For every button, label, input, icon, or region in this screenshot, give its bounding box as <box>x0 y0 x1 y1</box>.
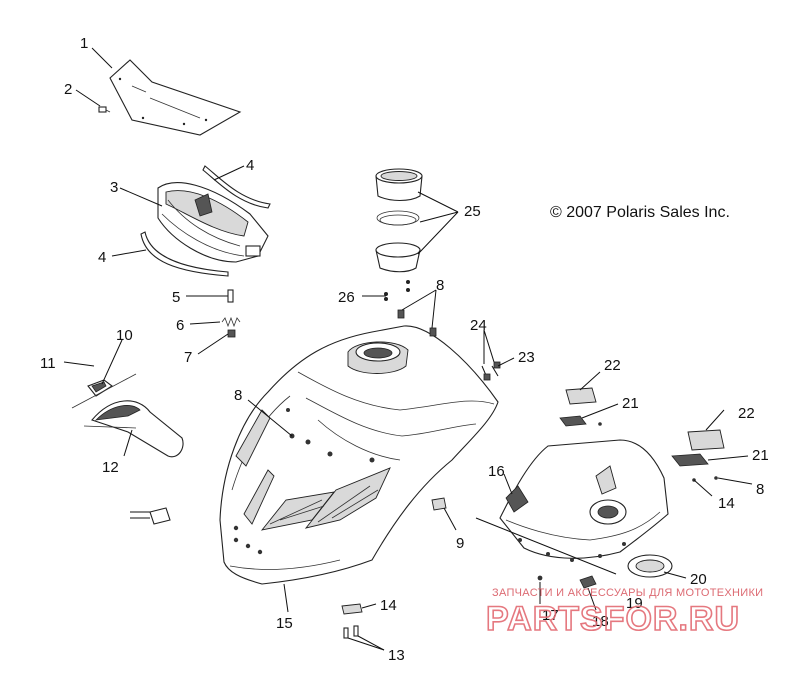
nut-17-part <box>537 575 543 581</box>
bolt-part <box>212 289 234 303</box>
watermark: ЗАПЧАСТИ И АКСЕССУАРЫ ДЛЯ МОТОТЕХНИКИ PA… <box>485 587 763 639</box>
callout-18: 18 <box>592 613 609 630</box>
headlight-part <box>157 182 269 263</box>
windshield-part <box>109 59 242 136</box>
hood-part <box>219 325 499 585</box>
watermark-tagline: ЗАПЧАСТИ И АКСЕССУАРЫ ДЛЯ МОТОТЕХНИКИ <box>492 587 763 599</box>
leader-lines <box>63 47 753 651</box>
grommet-part <box>130 507 171 525</box>
intake-cap-part <box>71 373 137 409</box>
screw-part <box>98 106 111 113</box>
pad-22b-part <box>687 429 725 451</box>
bracket-21b-part <box>671 453 709 467</box>
hood-fasteners <box>397 309 437 337</box>
pad-22a-part <box>565 387 597 405</box>
intake-duct-part <box>83 400 184 458</box>
callout-25: 25 <box>464 203 481 220</box>
callout-24: 24 <box>470 317 487 334</box>
copyright-notice: © 2007 Polaris Sales Inc. <box>550 204 730 221</box>
belly-pan-part <box>499 439 669 562</box>
callout-5: 5 <box>172 289 180 306</box>
callout-9: 9 <box>456 535 464 552</box>
callout-21b: 21 <box>752 447 769 464</box>
callout-8a: 8 <box>436 277 444 294</box>
clip-9-part <box>431 497 447 511</box>
callout-14a: 14 <box>380 597 397 614</box>
callout-14b: 14 <box>718 495 735 512</box>
trim-strip-upper <box>202 165 271 209</box>
callout-3: 3 <box>110 179 118 196</box>
callout-16: 16 <box>488 463 505 480</box>
callout-19: 19 <box>626 595 643 612</box>
callout-4b: 4 <box>98 249 106 266</box>
callout-26: 26 <box>338 289 355 306</box>
callout-8b: 8 <box>234 387 242 404</box>
callout-13: 13 <box>388 647 405 664</box>
clip-14-part <box>341 603 363 615</box>
callout-22a: 22 <box>604 357 621 374</box>
callout-20: 20 <box>690 571 707 588</box>
callout-1: 1 <box>80 35 88 52</box>
callout-11: 11 <box>40 355 56 372</box>
callout-2: 2 <box>64 81 72 98</box>
callout-7: 7 <box>184 349 192 366</box>
callout-labels: 1 2 3 4 4 5 6 7 8 8 8 9 10 11 12 13 14 1… <box>40 35 769 664</box>
clip-18-part <box>579 575 597 589</box>
clip-part <box>227 329 236 338</box>
screw-23-part <box>481 361 501 381</box>
watermark-brand: PARTSFOR.RU <box>486 600 740 638</box>
spring-part <box>221 316 241 328</box>
callout-21a: 21 <box>622 395 639 412</box>
callout-15: 15 <box>276 615 293 632</box>
seal-ring-part <box>627 554 673 578</box>
callout-8c: 8 <box>756 481 764 498</box>
callout-23: 23 <box>518 349 535 366</box>
gauge-housing-part <box>375 168 423 301</box>
callout-6: 6 <box>176 317 184 334</box>
callout-17: 17 <box>542 607 559 624</box>
fasteners-13-part <box>343 625 359 639</box>
bracket-21a-part <box>559 415 587 427</box>
callout-22b: 22 <box>738 405 755 422</box>
trim-strip-lower <box>140 231 229 277</box>
callout-12: 12 <box>102 459 119 476</box>
callout-4a: 4 <box>246 157 254 174</box>
callout-10: 10 <box>116 327 133 344</box>
